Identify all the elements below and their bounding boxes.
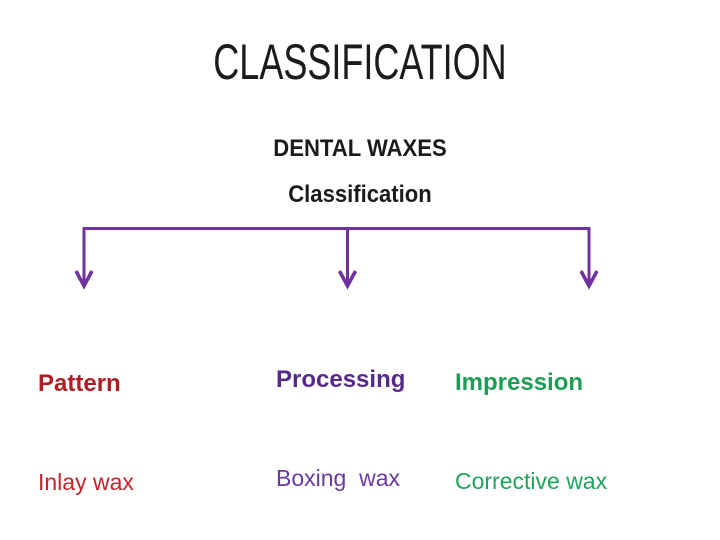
list-item: Corrective wax (455, 468, 608, 494)
column-pattern-header: Pattern (38, 370, 121, 397)
subtitle-classification: Classification (288, 181, 432, 208)
connector-bracket-line (82, 227, 591, 284)
list-item: Inlay wax (38, 469, 134, 495)
down-arrow-icon (74, 270, 94, 290)
column-pattern: Pattern Inlay wax Casting wax Baseplate … (38, 301, 188, 540)
down-arrow-icon (579, 270, 599, 290)
column-impression-header: Impression (455, 369, 584, 396)
subtitle-block: DENTAL WAXES Classification (0, 126, 720, 218)
list-item: Boxing wax (276, 465, 401, 491)
down-arrow-icon (337, 270, 358, 290)
column-processing-header: Processing (276, 366, 406, 393)
column-impression: Impression Corrective wax Bite registrat… (455, 300, 662, 540)
subtitle-dental-waxes: DENTAL WAXES (273, 135, 447, 162)
column-processing: Processing Boxing wax Utility wax Sticky… (276, 297, 405, 540)
page-title: CLASSIFICATION (213, 34, 507, 90)
